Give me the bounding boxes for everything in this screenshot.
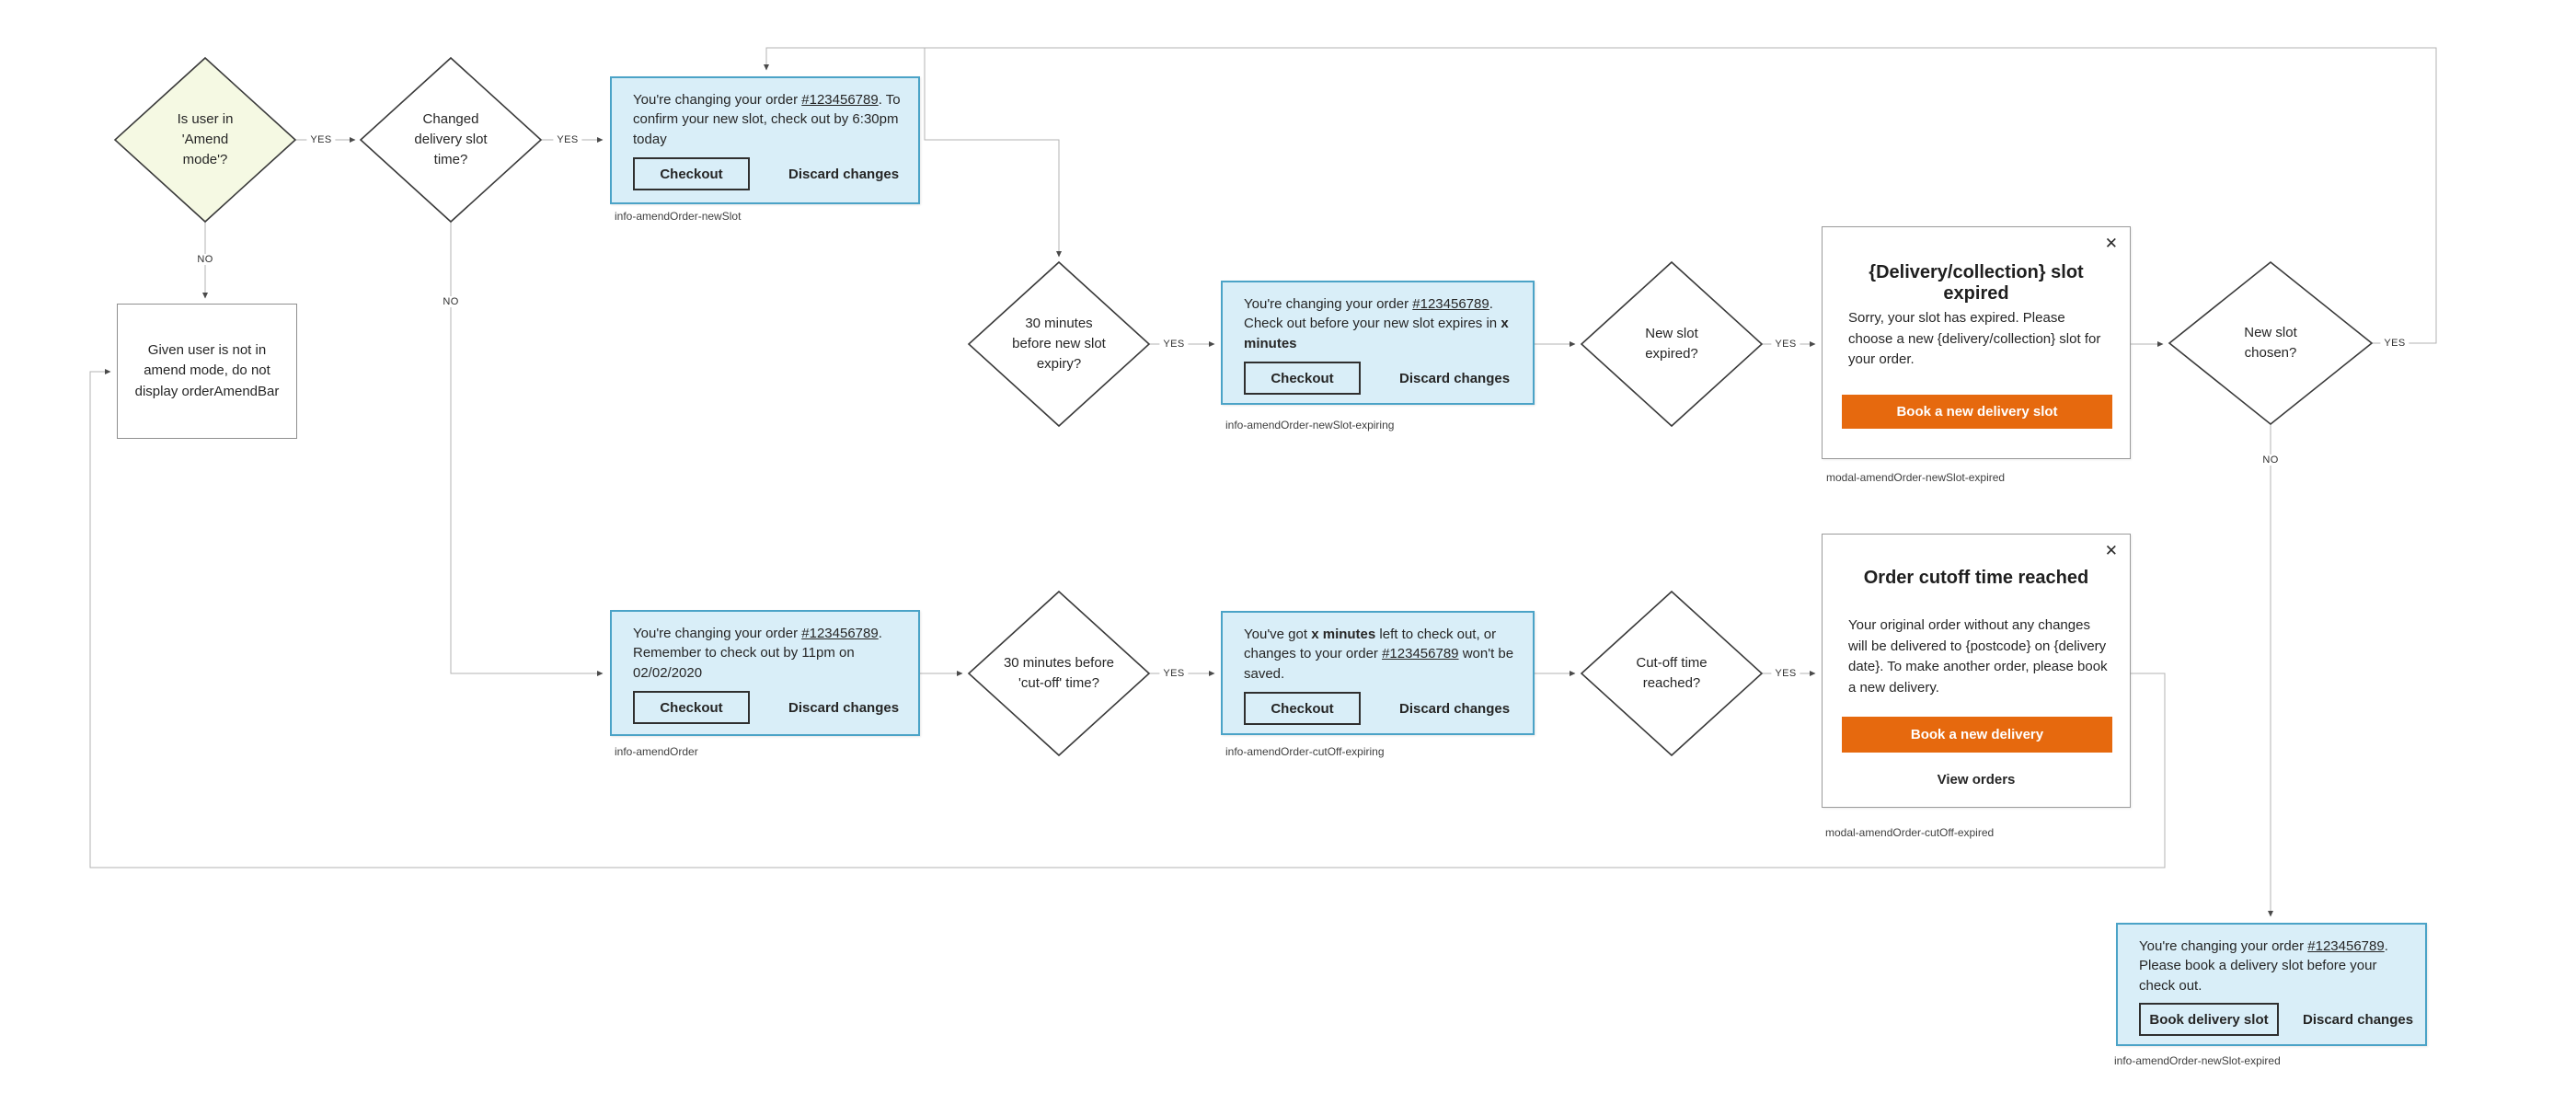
- shape-caption: info-amendOrder-newSlot: [615, 210, 742, 223]
- edge-infobar-to-expiry-check: [924, 48, 1062, 258]
- info-bar-amend-order: You're changing your order #123456789. R…: [610, 610, 920, 736]
- checkout-button[interactable]: Checkout: [633, 157, 750, 191]
- checkout-button[interactable]: Checkout: [1244, 692, 1361, 726]
- decision-cutoff-reached-label: Cut-off time reached?: [1636, 655, 1708, 691]
- book-new-delivery-button[interactable]: Book a new delivery: [1842, 717, 2112, 753]
- info-bar-message: You're changing your order #123456789. T…: [633, 90, 905, 149]
- discard-changes-button[interactable]: Discard changes: [788, 699, 900, 716]
- message-text: You're changing your order: [633, 92, 802, 108]
- decision-cutoff-expiring-label: 30 minutes before 'cut-off' time?: [1003, 655, 1115, 691]
- info-bar-message: You're changing your order #123456789. R…: [633, 624, 905, 683]
- message-text: . To confirm your new slot, check out by…: [633, 92, 901, 147]
- book-delivery-slot-button[interactable]: Book delivery slot: [2139, 1003, 2279, 1037]
- checkout-button[interactable]: Checkout: [633, 691, 750, 725]
- decision-newslot-expiring-shape: [967, 260, 1151, 428]
- modal-body: Your original order without any changes …: [1848, 617, 2108, 696]
- edge-label-yes: YES: [306, 134, 336, 145]
- info-bar-message: You're changing your order #123456789. C…: [1244, 294, 1520, 353]
- edge-label-no: NO: [439, 296, 463, 307]
- order-number-link[interactable]: #123456789: [1412, 296, 1489, 312]
- decision-cutoff-expiring-shape: [967, 590, 1151, 757]
- edge-label-yes: YES: [1159, 339, 1189, 350]
- edge-label-no: NO: [193, 254, 217, 265]
- modal-slot-expired: ✕ {Delivery/collection} slot expired Sor…: [1822, 226, 2131, 459]
- order-number-link[interactable]: #123456789: [2307, 938, 2385, 954]
- message-text: . Please book a delivery slot before you…: [2139, 938, 2388, 994]
- view-orders-link[interactable]: View orders: [1937, 772, 2016, 788]
- edge-label-no: NO: [2259, 454, 2283, 466]
- discard-changes-button[interactable]: Discard changes: [1399, 700, 1511, 717]
- shape-caption: modal-amendOrder-cutOff-expired: [1825, 826, 1995, 839]
- edge-label-yes: YES: [1159, 668, 1189, 679]
- discard-changes-button[interactable]: Discard changes: [2303, 1011, 2414, 1028]
- info-bar-new-slot-expiring: You're changing your order #123456789. C…: [1221, 281, 1535, 405]
- message-text: You're changing your order: [2139, 938, 2308, 954]
- shape-caption: info-amendOrder-cutOff-expiring: [1225, 745, 1385, 758]
- message-text: You're changing your order: [1244, 296, 1413, 312]
- edge-newslot-chosen-yes-loop: [764, 47, 2437, 344]
- shape-caption: info-amendOrder-newSlot-expired: [2114, 1054, 2281, 1067]
- checkout-button[interactable]: Checkout: [1244, 362, 1361, 396]
- modal-title: Order cutoff time reached: [1863, 568, 2089, 588]
- close-icon[interactable]: ✕: [2104, 542, 2118, 559]
- decision-newslot-expired-shape: [1580, 260, 1764, 428]
- shape-caption: modal-amendOrder-newSlot-expired: [1826, 471, 2006, 484]
- modal-body: Sorry, your slot has expired. Please cho…: [1848, 310, 2101, 367]
- info-bar-message: You're changing your order #123456789. P…: [2139, 937, 2412, 995]
- note-not-in-amend-mode: Given user is not in amend mode, do not …: [117, 304, 297, 439]
- message-text: . Remember to check out by 11pm on 02/02…: [633, 626, 882, 681]
- decision-changed-slot-label: Changed delivery slot time?: [414, 111, 488, 167]
- decision-amend-mode-shape: [113, 56, 297, 224]
- info-bar-cutoff-expiring: You've got x minutes left to check out, …: [1221, 611, 1535, 735]
- message-text: won't be saved.: [1244, 646, 1514, 682]
- decision-newslot-expired-label: New slot expired?: [1645, 326, 1698, 362]
- info-bar-new-slot-expired: You're changing your order #123456789. P…: [2116, 923, 2427, 1046]
- edge-changedslot-no: [450, 222, 604, 676]
- message-text: You're changing your order: [633, 626, 802, 641]
- message-text: . Check out before your new slot expires…: [1244, 296, 1501, 332]
- edge-label-yes: YES: [1771, 339, 1800, 350]
- edge-label-yes: YES: [2380, 338, 2409, 349]
- decision-amend-mode-label: Is user in 'Amend mode'?: [177, 111, 234, 167]
- decision-changed-slot-shape: [359, 56, 543, 224]
- message-text: You've got: [1244, 627, 1312, 642]
- info-bar-message: You've got x minutes left to check out, …: [1244, 625, 1520, 684]
- discard-changes-button[interactable]: Discard changes: [1399, 370, 1511, 386]
- edge-cutoff-modal-exit-amend-loop: [89, 369, 2166, 868]
- message-text: left to check out, or changes to your or…: [1244, 627, 1497, 662]
- message-text-bold: x minutes: [1311, 627, 1376, 642]
- book-new-delivery-slot-button[interactable]: Book a new delivery slot: [1842, 395, 2112, 429]
- info-bar-amend-order-new-slot: You're changing your order #123456789. T…: [610, 76, 920, 204]
- decision-newslot-chosen-label: New slot chosen?: [2244, 325, 2297, 361]
- shape-caption: info-amendOrder-newSlot-expiring: [1225, 419, 1395, 431]
- message-text-bold: x minutes: [1244, 316, 1509, 351]
- decision-newslot-chosen-shape: [2168, 260, 2374, 426]
- edge-label-yes: YES: [1771, 668, 1800, 679]
- decision-newslot-expiring-label: 30 minutes before new slot expiry?: [1012, 316, 1106, 372]
- decision-cutoff-reached-shape: [1580, 590, 1764, 757]
- shape-caption: info-amendOrder: [615, 745, 698, 758]
- discard-changes-button[interactable]: Discard changes: [788, 166, 900, 182]
- order-number-link[interactable]: #123456789: [1382, 646, 1459, 662]
- order-number-link[interactable]: #123456789: [801, 626, 879, 641]
- edge-label-yes: YES: [553, 134, 582, 145]
- close-icon[interactable]: ✕: [2104, 235, 2118, 252]
- modal-title: {Delivery/collection} slot expired: [1869, 262, 2084, 304]
- modal-cutoff-reached: ✕ Order cutoff time reached Your origina…: [1822, 534, 2131, 808]
- order-number-link[interactable]: #123456789: [801, 92, 879, 108]
